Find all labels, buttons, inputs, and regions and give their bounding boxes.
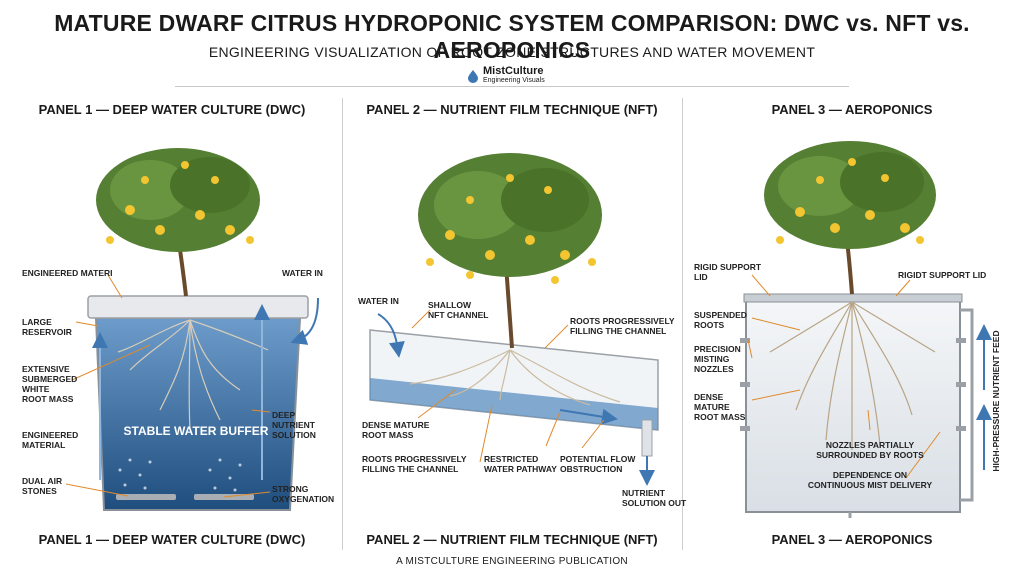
aero-roots bbox=[769, 301, 936, 450]
aero-label-high-pressure: HIGH-PRESSURE NUTRIENT FEED bbox=[991, 330, 1001, 472]
aero-label-dependence: DEPENDENCE ON CONTINUOUS MIST DELIVERY bbox=[807, 470, 933, 490]
dwc-label-extensive-roots: EXTENSIVE SUBMERGED WHITE ROOT MASS bbox=[22, 364, 78, 404]
dwc-air-stone-left bbox=[116, 494, 176, 500]
nft-label-potential-flow: POTENTIAL FLOW OBSTRUCTION bbox=[560, 454, 636, 474]
nft-label-solution-out: NUTRIENT SOLUTION OUT bbox=[622, 488, 687, 508]
aero-label-rigid-left: RIGID SUPPORT LID bbox=[694, 262, 762, 282]
dwc-roots bbox=[117, 319, 269, 431]
dwc-air-bubbles bbox=[118, 458, 242, 492]
dwc-label-water-in: WATER IN bbox=[282, 268, 323, 278]
panel-divider-1 bbox=[342, 98, 343, 550]
dwc-label-strong-oxygenation: STRONG OXYGENATION bbox=[272, 484, 335, 504]
water-drop-icon bbox=[468, 69, 478, 83]
panel-3-title: PANEL 3 — AEROPONICS bbox=[771, 102, 933, 117]
page-title: MATURE DWARF CITRUS HYDROPONIC SYSTEM CO… bbox=[54, 10, 970, 63]
panel-divider-2 bbox=[682, 98, 683, 550]
dwc-label-engineered-top: ENGINEERED MATERI bbox=[22, 268, 113, 278]
dwc-label-dual-air: DUAL AIR STONES bbox=[22, 476, 63, 496]
panel-1-caption: PANEL 1 — DEEP WATER CULTURE (DWC) bbox=[38, 532, 306, 547]
panel-2-title: PANEL 2 — NUTRIENT FILM TECHNIQUE (NFT) bbox=[366, 102, 658, 117]
aero-nozzles bbox=[740, 338, 966, 431]
panel-3-caption: PANEL 3 — AEROPONICS bbox=[771, 532, 933, 547]
nft-flow-arrows bbox=[377, 313, 655, 486]
dwc-reservoir bbox=[87, 295, 309, 511]
panel-2-caption: PANEL 2 — NUTRIENT FILM TECHNIQUE (NFT) bbox=[366, 532, 658, 547]
nft-label-dense-mature: DENSE MATURE ROOT MASS bbox=[362, 420, 430, 440]
nft-label-roots-filling-bottom: ROOTS PROGRESSIVELY FILLING THE CHANNEL bbox=[362, 454, 467, 474]
dwc-water-arrows bbox=[92, 297, 319, 480]
brand-subtitle: Engineering Visuals bbox=[483, 77, 545, 84]
dwc-tree bbox=[96, 148, 260, 297]
header-rule bbox=[175, 86, 849, 87]
aero-label-rigid-right: RIGIDT SUPPORT LID bbox=[898, 270, 987, 280]
nft-label-restricted: RESTRICTED WATER PATHWAY bbox=[484, 454, 557, 474]
nft-label-water-in: WATER IN bbox=[358, 296, 399, 306]
brand-logo: MistCulture Engineering Visuals bbox=[467, 66, 545, 85]
nft-tree bbox=[418, 153, 602, 349]
aero-label-nozzles-partially: NOZZLES PARTIALLY SURROUNDED BY ROOTS bbox=[816, 440, 924, 460]
dwc-label-large-reservoir: LARGE RESERVOIR bbox=[22, 317, 72, 337]
aero-label-precision: PRECISION MISTING NOZZLES bbox=[694, 344, 741, 374]
leader-lines bbox=[65, 274, 941, 498]
dwc-label-deep-solution: DEEP NUTRIENT SOLUTION bbox=[272, 410, 316, 440]
aero-chamber bbox=[743, 293, 974, 518]
nft-label-roots-filling-top: ROOTS PROGRESSIVELY FILLING THE CHANNEL bbox=[570, 316, 675, 336]
footer-publication: A MISTCULTURE ENGINEERING PUBLICATION bbox=[396, 556, 628, 567]
dwc-center-label: STABLE WATER BUFFER bbox=[123, 424, 269, 438]
page-subtitle: ENGINEERING VISUALIZATION OF ROOT ZONE S… bbox=[208, 44, 816, 60]
aero-tree bbox=[764, 141, 936, 295]
dwc-label-engineered-material: ENGINEERED MATERIAL bbox=[22, 430, 79, 450]
brand-name: MistCulture bbox=[483, 65, 544, 77]
nft-root-mat bbox=[409, 349, 621, 406]
nft-channel bbox=[369, 329, 659, 457]
aero-label-dense-mature: DENSE MATURE ROOT MASS bbox=[694, 392, 746, 422]
nft-label-shallow-channel: SHALLOW NFT CHANNEL bbox=[428, 300, 489, 320]
panel-1-title: PANEL 1 — DEEP WATER CULTURE (DWC) bbox=[38, 102, 306, 117]
aero-label-suspended: SUSPENDED ROOTS bbox=[694, 310, 747, 330]
